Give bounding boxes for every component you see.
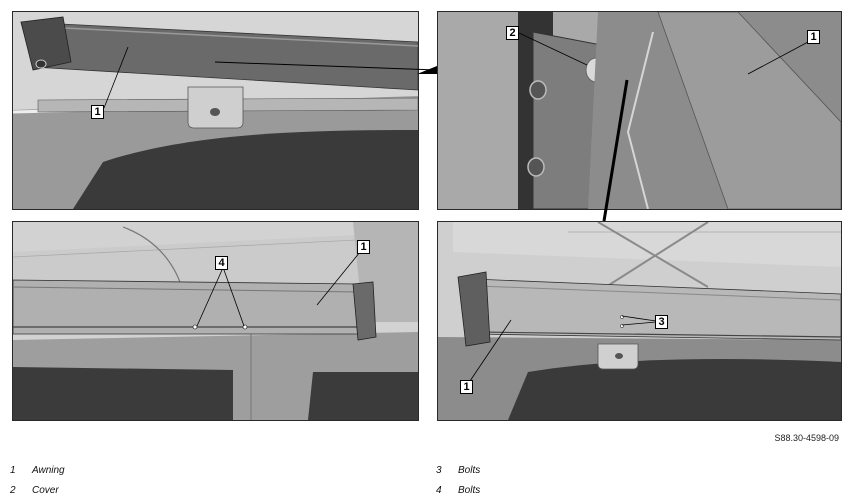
awning-open-illustration (438, 222, 841, 420)
callout-bolts-p3: 4 (215, 256, 228, 270)
legend-item: 1 Awning (10, 465, 65, 476)
legend-label: Cover (32, 485, 59, 496)
figure-reference: S88.30-4598-09 (774, 433, 839, 443)
legend-label: Bolts (458, 465, 481, 476)
detail-panel-cover (437, 11, 842, 210)
legend-number: 3 (436, 465, 442, 476)
callout-awning-p3: 1 (357, 240, 370, 254)
detail-panel-awning-end (12, 11, 419, 210)
cover-illustration (438, 12, 841, 209)
legend-number: 4 (436, 485, 442, 496)
legend-item: 4 Bolts (436, 485, 480, 496)
connector-wedge (417, 66, 437, 74)
legend-number: 1 (10, 465, 16, 476)
legend-item: 2 Cover (10, 485, 59, 496)
callout-awning-p1: 1 (91, 105, 104, 119)
detail-panel-awning-open (437, 221, 842, 421)
callout-bolts-p4: 3 (655, 315, 668, 329)
callout-awning-p4: 1 (460, 380, 473, 394)
legend-item: 3 Bolts (436, 465, 480, 476)
legend-label: Awning (32, 465, 65, 476)
callout-awning-p2: 1 (807, 30, 820, 44)
callout-cover-p2: 2 (506, 26, 519, 40)
legend-number: 2 (10, 485, 16, 496)
awning-end-illustration (13, 12, 418, 209)
legend-label: Bolts (458, 485, 481, 496)
